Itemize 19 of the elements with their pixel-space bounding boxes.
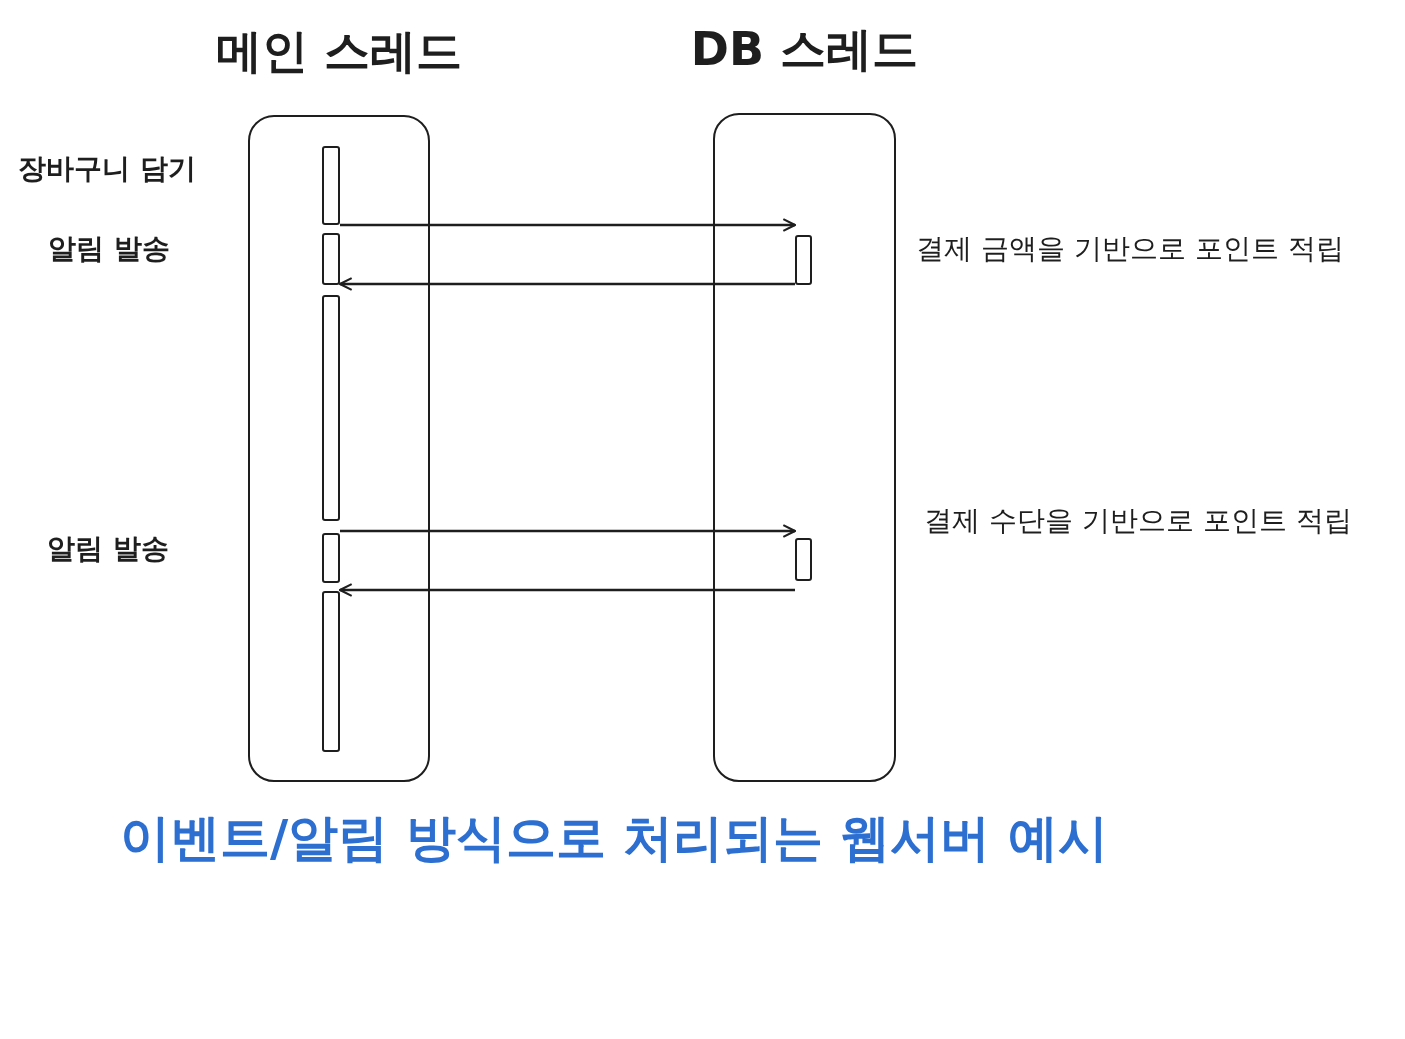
arrow (340, 218, 797, 232)
activation-bar (322, 146, 340, 225)
lane-title: DB 스레드 (690, 21, 919, 78)
activation-bar (322, 533, 340, 583)
activation-bar (322, 233, 340, 285)
activation-bar (795, 538, 812, 581)
arrow (338, 583, 795, 597)
note-text: 알림 발송 (48, 231, 170, 267)
note-text: 결제 금액을 기반으로 포인트 적립 (916, 231, 1344, 267)
caption: 이벤트/알림 방식으로 처리되는 웹서버 예시 (120, 808, 1108, 869)
activation-bar (322, 295, 340, 521)
activation-bar (795, 235, 812, 285)
note-text: 장바구니 담기 (18, 151, 196, 187)
note-text: 알림 발송 (47, 531, 169, 567)
arrow (338, 277, 795, 291)
arrow (340, 524, 797, 538)
note-text: 결제 수단을 기반으로 포인트 적립 (924, 503, 1352, 539)
lane-title: 메인 스레드 (216, 23, 462, 80)
activation-bar (322, 591, 340, 752)
